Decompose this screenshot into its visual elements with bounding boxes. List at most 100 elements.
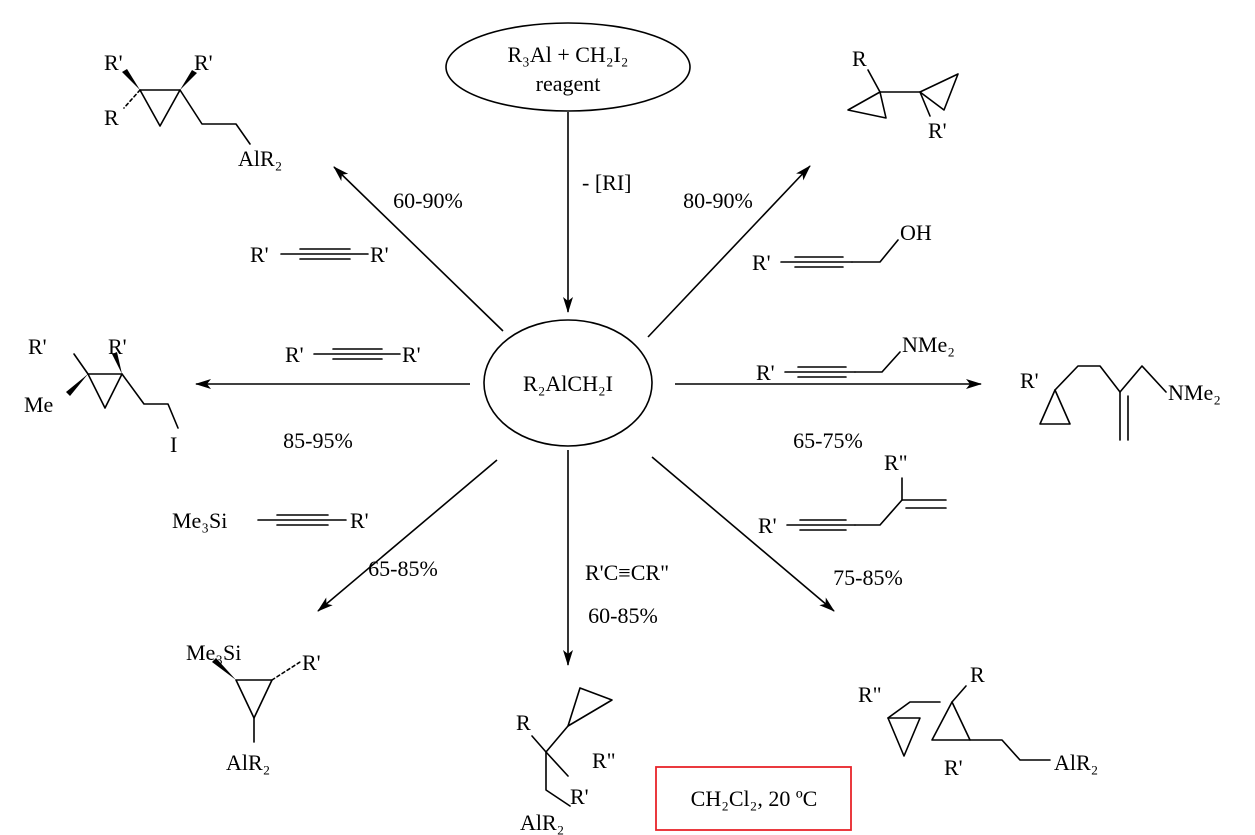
wedge-bond <box>122 69 140 90</box>
product-bottom: R R" R' AlR₂ <box>516 687 616 835</box>
allyl-chain <box>1054 365 1121 393</box>
product-substituent: R <box>970 662 985 687</box>
cyclopropane-ring-2 <box>919 73 959 111</box>
product-upper-left: R' R' R AlR₂ <box>104 50 282 171</box>
product-lower-right: R" R R' AlR₂ <box>858 662 1098 780</box>
ethyl-chain <box>121 373 179 429</box>
wedge-bond <box>212 658 236 680</box>
amine-chain <box>1119 365 1167 393</box>
reagent-loss-label: - [RI] <box>582 170 631 195</box>
substrate-right-group: NMe₂ <box>902 332 955 357</box>
allyl-chain <box>854 499 903 526</box>
product-substituent: R' <box>194 50 213 75</box>
product-substituent: R <box>516 710 531 735</box>
substrate-left-group: Me₃Si <box>172 508 227 533</box>
conditions-box: CH₂Cl₂, 20 ºC <box>655 766 852 831</box>
arrow-lower-right <box>651 456 835 612</box>
yield-lower-right: 75-85% <box>833 565 903 590</box>
center-oval <box>483 319 653 447</box>
product-halide: I <box>170 432 177 457</box>
propargyl-chain <box>854 351 901 373</box>
product-substituent: R' <box>104 50 123 75</box>
product-metal-group: AlR₂ <box>1054 750 1098 775</box>
reagent-label: reagent <box>536 71 601 96</box>
main-chain <box>545 725 571 807</box>
reagent-formula: R₃Al + CH₂I₂ <box>508 42 629 67</box>
substituent-bond <box>531 735 547 753</box>
product-substituent: R' <box>108 334 127 359</box>
product-substituent: R' <box>28 334 47 359</box>
substrate-right-group: R' <box>370 242 389 267</box>
product-amine-group: NMe₂ <box>1168 380 1221 405</box>
cyclopropane-ring-1 <box>847 91 887 119</box>
ethyl-chain <box>969 739 1051 761</box>
conditions-frame <box>655 766 852 831</box>
conditions-label: CH₂Cl₂, 20 ºC <box>691 786 818 811</box>
substituent-bond <box>545 751 569 777</box>
ethyl-chain <box>179 89 251 145</box>
arrow-upper-right <box>647 165 811 338</box>
substrate-left-group: R' <box>758 513 777 538</box>
linker-chain <box>887 701 941 719</box>
substrate-right-group: R' <box>402 342 421 367</box>
substrate-lower-left: Me₃Si R' <box>172 508 369 533</box>
substrate-lower-right: R' R" <box>758 450 947 538</box>
hash-bond <box>271 661 301 681</box>
product-upper-right: R R' <box>847 46 959 143</box>
substrate-right: R' NMe₂ <box>756 332 955 385</box>
cyclopropane-ring <box>1039 389 1071 425</box>
wedge-bond <box>112 352 122 374</box>
wedge-bond <box>180 70 197 90</box>
substrate-formula: R'C≡CR" <box>585 560 669 585</box>
center-node: R₂AlCH₂I <box>483 319 653 447</box>
cyclopropane-ring-2 <box>931 701 971 741</box>
cyclopropane-ring <box>235 679 273 719</box>
product-substituent: R' <box>928 118 947 143</box>
substituent-bond <box>867 69 881 93</box>
yield-upper-right: 80-90% <box>683 188 753 213</box>
reagent-node: R₃Al + CH₂I₂ reagent <box>445 22 691 112</box>
yield-lower-left: 65-85% <box>368 556 438 581</box>
product-substituent: R" <box>858 682 882 707</box>
product-left: R' R' Me I <box>24 334 179 457</box>
substrate-left-group: R' <box>285 342 304 367</box>
yield-bottom: 60-85% <box>588 603 658 628</box>
arrow-lower-left <box>317 459 498 612</box>
product-substituent: R' <box>944 755 963 780</box>
arrow-upper-left <box>333 166 504 332</box>
substrate-right-group: OH <box>900 220 932 245</box>
hash-bond <box>123 89 141 109</box>
center-intermediate: R₂AlCH₂I <box>523 371 613 396</box>
substrate-right-group: R' <box>350 508 369 533</box>
product-metal-group: AlR₂ <box>226 750 270 775</box>
product-metal-group: AlR₂ <box>520 810 564 835</box>
reagent-oval <box>445 22 691 112</box>
yield-left: 85-95% <box>283 428 353 453</box>
product-substituent: R' <box>570 784 589 809</box>
product-substituent: R <box>852 46 867 71</box>
product-substituent: R' <box>302 650 321 675</box>
product-substituent: R' <box>1020 368 1039 393</box>
substituent-bond <box>73 353 89 375</box>
substrate-left-group: R' <box>752 250 771 275</box>
cyclopropane-ring-1 <box>887 717 921 757</box>
substrate-upper-right: R' OH <box>752 220 932 275</box>
substrate-bottom: R'C≡CR" <box>585 560 669 585</box>
substituent-bond <box>919 91 931 117</box>
product-lower-left: Me₃Si R' AlR₂ <box>186 640 321 775</box>
yield-right: 65-75% <box>793 428 863 453</box>
cyclopropane-ring <box>87 373 123 409</box>
product-metal-group: AlR₂ <box>238 146 282 171</box>
cyclopropane-ring <box>567 687 613 727</box>
propargyl-chain <box>851 239 899 263</box>
cyclopropane-ring <box>139 89 181 127</box>
substrate-left: R' R' <box>285 342 421 367</box>
product-right: R' NMe₂ <box>1020 365 1221 441</box>
wedge-bond <box>66 374 88 396</box>
product-substituent: R" <box>592 748 616 773</box>
substrate-top-group: R" <box>884 450 908 475</box>
substrate-left-group: R' <box>756 360 775 385</box>
substituent-bond <box>951 685 967 703</box>
substrate-upper-left: R' R' <box>250 242 389 267</box>
